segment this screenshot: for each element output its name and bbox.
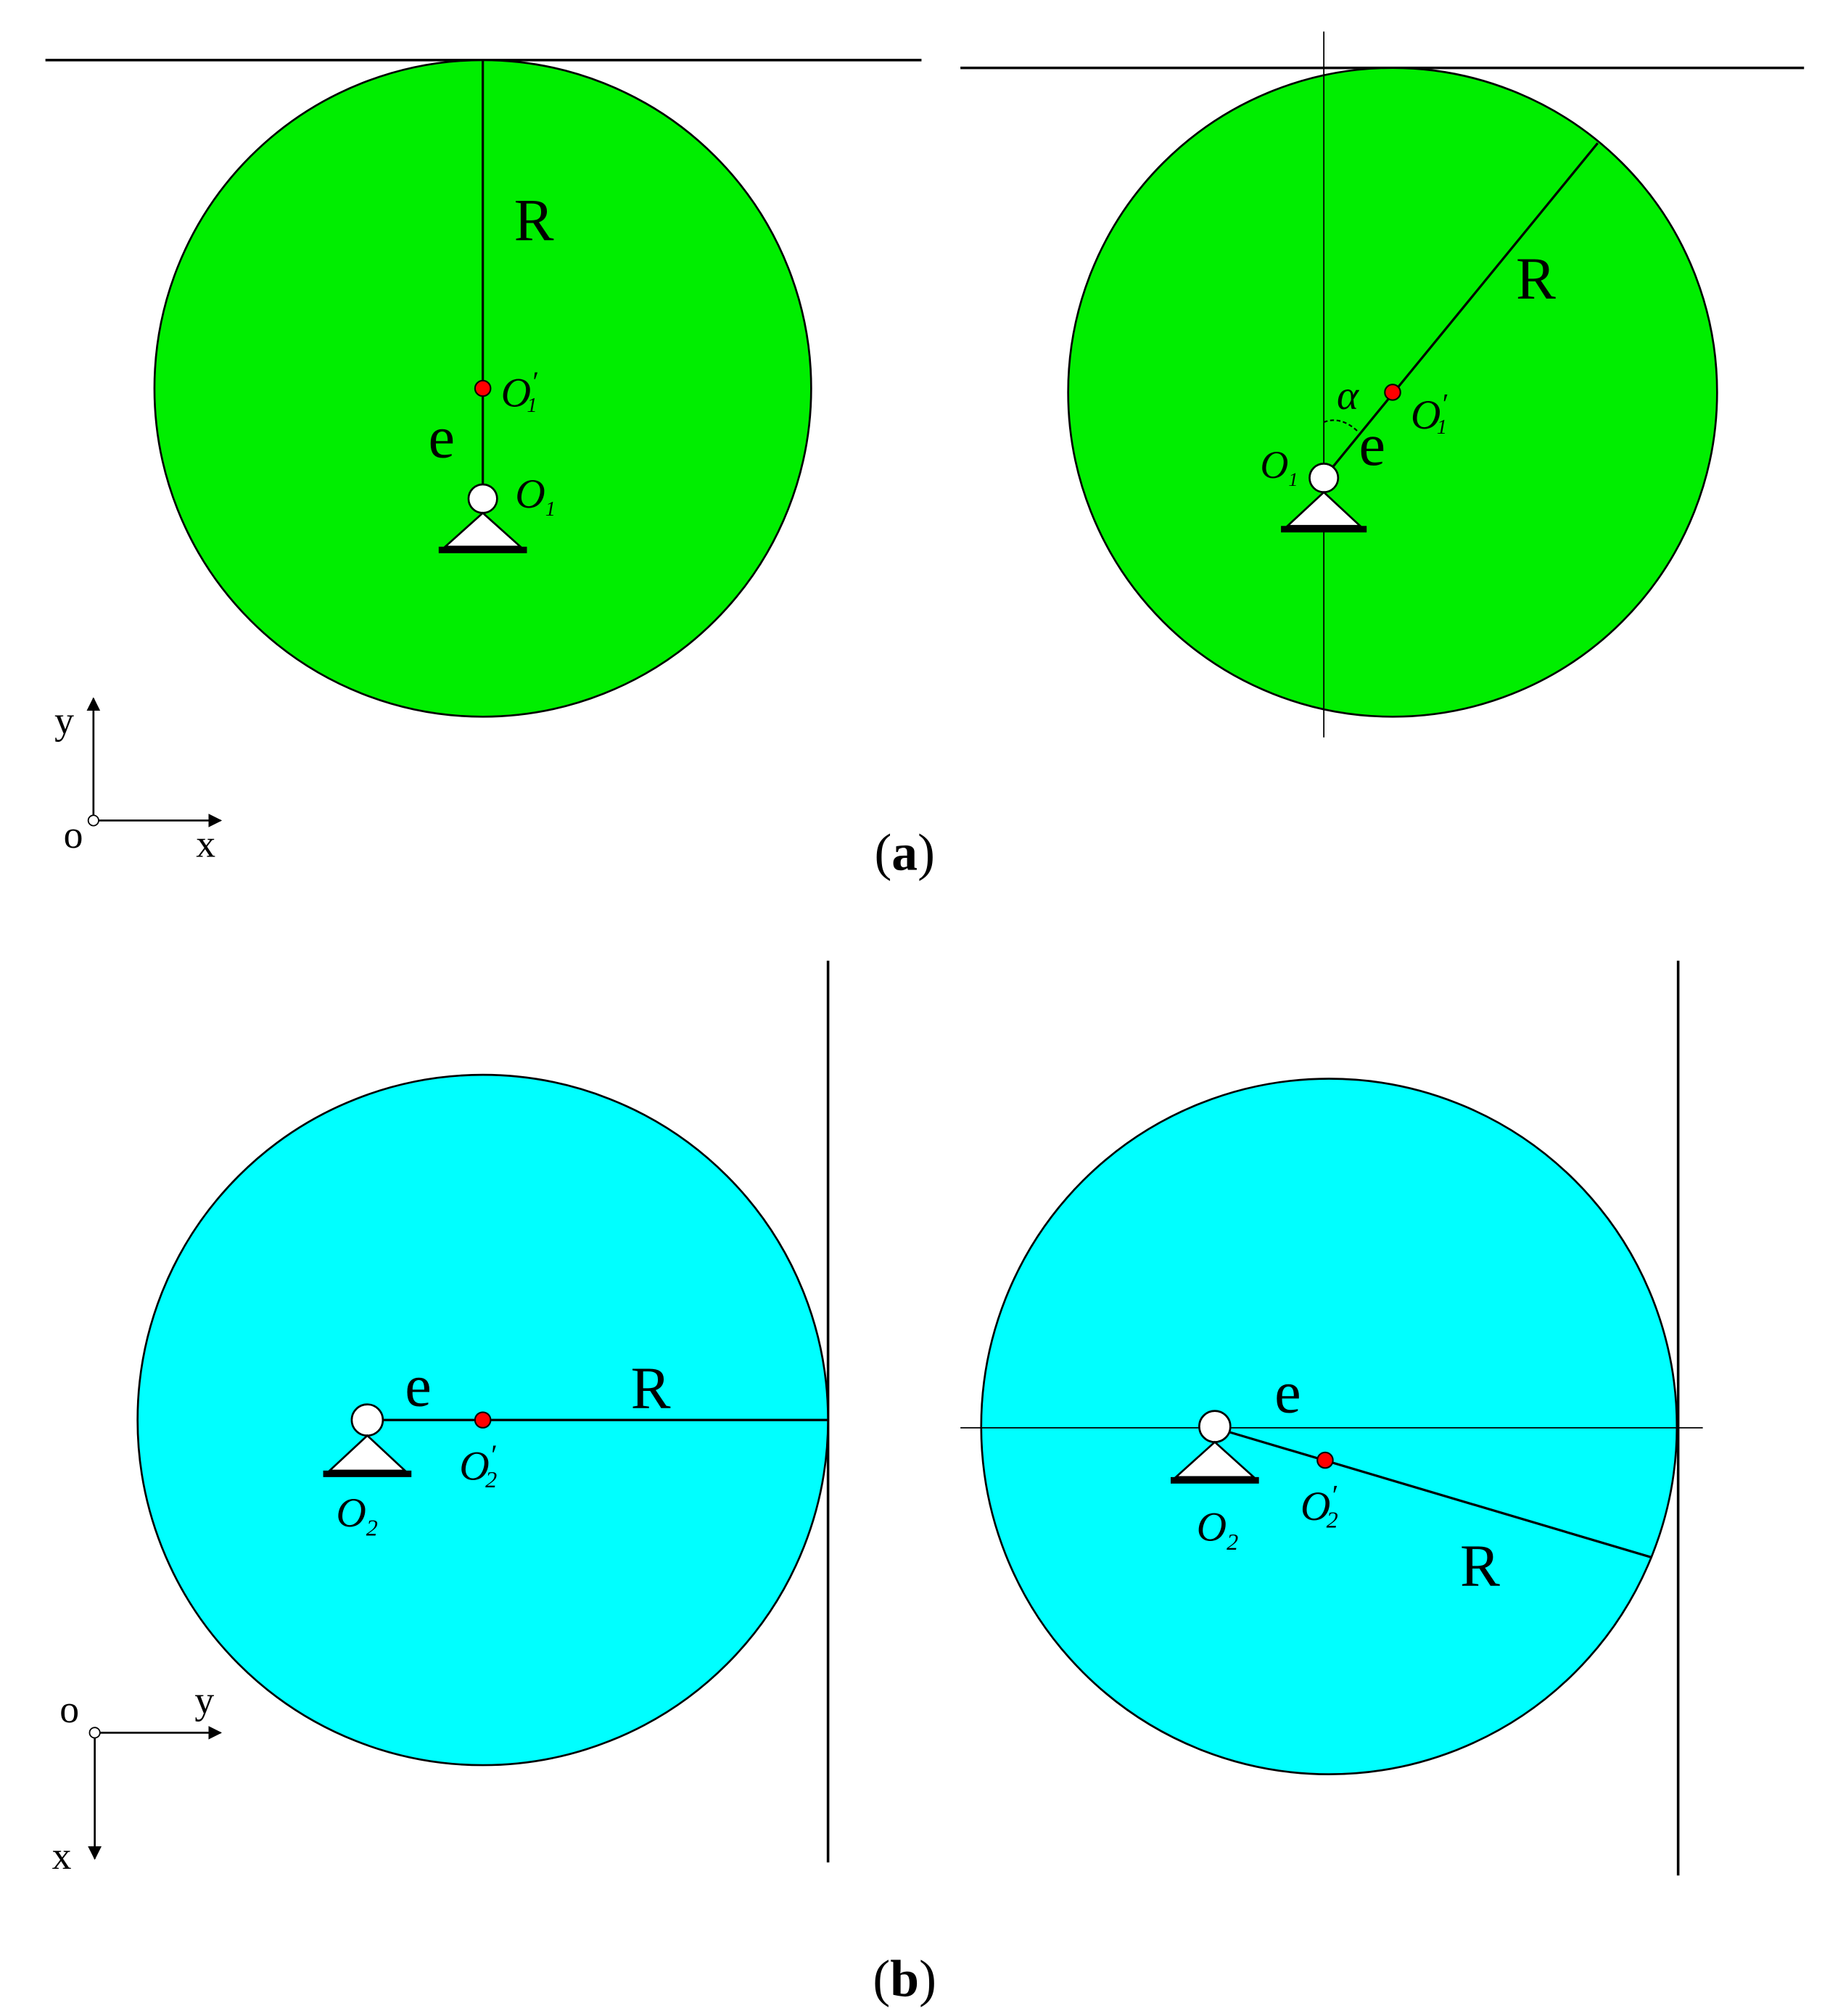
axis-y-label: y bbox=[194, 1679, 214, 1722]
o2-label: O2 bbox=[1197, 1505, 1238, 1556]
o1-label: O1 bbox=[515, 471, 556, 521]
axis-y-label: y bbox=[54, 699, 74, 743]
angle-label: α bbox=[1337, 373, 1359, 418]
eccentricity-label: e bbox=[1359, 412, 1385, 478]
eccentric-center-point bbox=[474, 1411, 492, 1429]
axis-x-label: x bbox=[52, 1834, 72, 1877]
radius-line bbox=[1322, 142, 1599, 479]
radius-label: R bbox=[1460, 1533, 1500, 1599]
pivot-support bbox=[323, 1403, 412, 1477]
caption-b: (b) bbox=[873, 1951, 936, 2008]
pivot-support bbox=[1171, 1410, 1259, 1484]
angle-arc bbox=[1323, 419, 1359, 432]
eccentric-center-point bbox=[1316, 1451, 1334, 1469]
o2-prime-label: O′2 bbox=[459, 1439, 497, 1492]
eccentricity-label: e bbox=[1274, 1359, 1301, 1425]
eccentric-center-point bbox=[1384, 384, 1401, 401]
o2-label: O2 bbox=[336, 1490, 377, 1541]
o1-label: O1 bbox=[1260, 443, 1298, 490]
axis-origin-label: o bbox=[59, 1687, 79, 1731]
radius-line bbox=[1214, 1426, 1653, 1559]
panel-b-left: e R O′2 O2 bbox=[136, 960, 830, 1863]
axes-a: y x o bbox=[54, 697, 223, 866]
eccentric-center-point bbox=[474, 379, 492, 397]
panel-b-right: e R O′2 O2 bbox=[960, 960, 1703, 1876]
panel-a-left: R e O′1 O1 bbox=[45, 59, 922, 718]
axis-origin-label: o bbox=[64, 813, 83, 856]
axes-b: o y x bbox=[52, 1679, 223, 1877]
o1-prime-label: O′1 bbox=[501, 365, 538, 417]
disk-cyan bbox=[980, 1078, 1678, 1775]
radius-label: R bbox=[631, 1355, 671, 1421]
axis-x-label: x bbox=[196, 822, 215, 866]
caption-a: (a) bbox=[874, 824, 934, 881]
o2-prime-label: O′2 bbox=[1301, 1479, 1338, 1532]
pivot-support bbox=[438, 483, 527, 553]
radius-label: R bbox=[514, 188, 554, 254]
eccentricity-label: e bbox=[405, 1352, 432, 1418]
radius-label: R bbox=[1516, 246, 1556, 312]
panel-a-right: R e α O′1 O1 bbox=[960, 31, 1805, 738]
pivot-support bbox=[1281, 463, 1367, 533]
o1-prime-label: O′1 bbox=[1411, 388, 1448, 439]
eccentricity-label: e bbox=[428, 404, 455, 470]
